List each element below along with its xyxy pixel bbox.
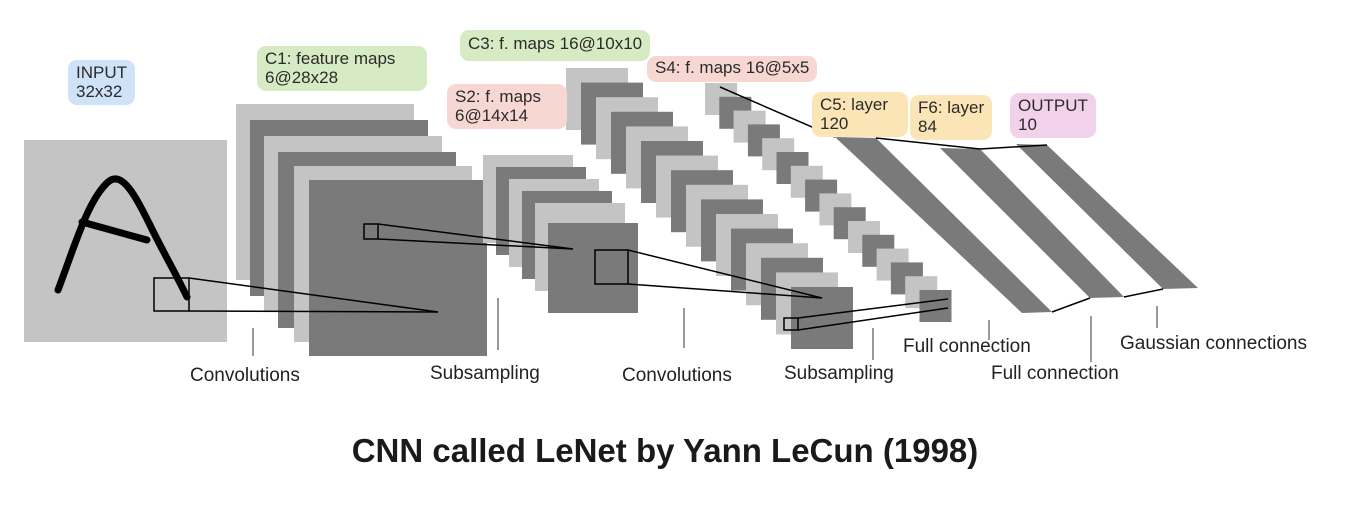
op-convolutions-1: Convolutions [190,365,300,386]
s2-label: S2: f. maps 6@14x14 [447,84,567,129]
c1-label-size: 6@28x28 [265,68,339,87]
f6-band [940,148,1124,298]
operation-ticks [252,298,1158,362]
s4-plane-16 [919,290,952,322]
fully-connected-bands [835,137,1198,313]
input-receptive-field [153,277,190,312]
input-label: INPUT 32x32 [68,60,135,105]
f6-label: F6: layer 84 [910,95,993,140]
connection-lines [153,86,1164,331]
input-label-title: INPUT [76,63,127,82]
c1-label-title: C1: feature maps [265,49,396,68]
s2-label-size: 6@14x14 [455,106,529,125]
f6-label-title: F6: layer [918,98,985,117]
op-full-connection-2: Full connection [991,363,1119,384]
op-subsampling-1: Subsampling [430,363,540,384]
c5-label-title: C5: layer [820,95,889,114]
s4-label: S4: f. maps 16@5x5 [647,56,818,82]
s2-label-title: S2: f. maps [455,87,541,106]
input-label-size: 32x32 [76,82,123,101]
c5-label-size: 120 [820,114,849,133]
f6-label-size: 84 [918,117,937,136]
output-label-title: OUTPUT [1018,96,1088,115]
op-gaussian-connections: Gaussian connections [1120,333,1307,354]
diagram-caption: CNN called LeNet by Yann LeCun (1998) [351,432,979,469]
c3-feature-maps [566,68,853,349]
c3-receptive-field [783,317,799,331]
output-label-size: 10 [1018,115,1037,134]
c5-band [835,137,1052,313]
c1-label: C1: feature maps 6@28x28 [257,46,427,91]
s2-feature-maps [483,155,638,313]
input-letter-a [54,175,191,301]
input-image [24,140,227,342]
op-full-connection-1: Full connection [903,336,1031,357]
output-label: OUTPUT 10 [1010,93,1096,138]
s4-label-title: S4: f. maps 16@5x5 [655,58,810,77]
s2-receptive-field [594,249,629,285]
s4-feature-maps [705,83,952,322]
c3-label: C3: f. maps 16@10x10 [460,30,651,61]
c1-feature-maps [236,104,487,356]
op-convolutions-2: Convolutions [622,365,732,386]
c1-receptive-field [363,223,379,240]
output-band [1016,144,1198,289]
c5-label: C5: layer 120 [812,92,908,137]
c3-label-title: C3: f. maps 16@10x10 [468,34,643,53]
op-subsampling-2: Subsampling [784,363,894,384]
